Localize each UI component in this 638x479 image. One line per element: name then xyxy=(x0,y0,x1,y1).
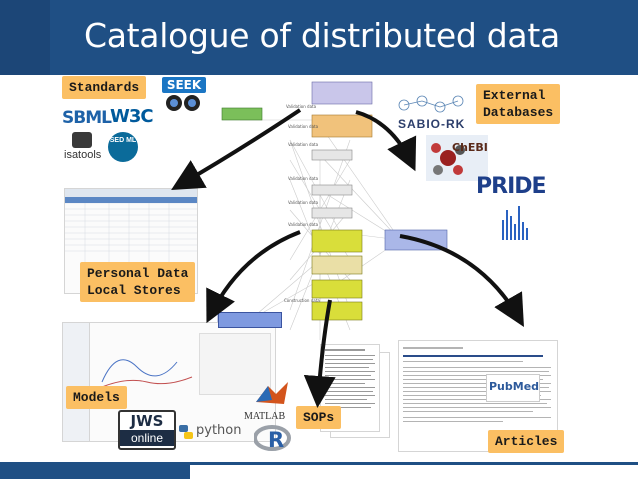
model-sidebar xyxy=(63,323,90,441)
pride-logo-text: PRIDE xyxy=(476,174,547,199)
python-logo-text: python xyxy=(196,423,242,438)
r-logo-text: R xyxy=(268,428,285,452)
pride-logo: PRIDE xyxy=(472,172,547,244)
slide-title: Catalogue of distributed data xyxy=(84,16,560,55)
articles-label: Articles xyxy=(488,430,565,453)
sabio-rk-logo: SABIO-RK xyxy=(392,93,478,133)
jws-online-logo: JWS online xyxy=(118,410,176,450)
svg-text:Validation data: Validation data xyxy=(288,176,319,181)
python-snake-icon xyxy=(179,425,193,439)
arrow-to-articles xyxy=(399,234,524,327)
sops-label: SOPs xyxy=(296,406,342,429)
chebi-logo-text: ChEBI xyxy=(452,141,488,154)
model-form-panel xyxy=(199,333,271,395)
pride-spectrum-icon xyxy=(502,206,528,240)
models-label: Models xyxy=(66,386,127,409)
arrow-to-sops xyxy=(303,299,336,408)
sedml-logo: SED ML xyxy=(108,132,138,162)
spreadsheet-toolbar xyxy=(65,189,197,197)
header-accent xyxy=(0,0,50,75)
svg-text:Validation data: Validation data xyxy=(288,200,319,205)
svg-text:Validation data: Validation data xyxy=(288,222,319,227)
sedml-logo-text: SED ML xyxy=(109,137,137,144)
r-ring-icon xyxy=(253,425,291,451)
seek-logo: SEEK xyxy=(162,77,206,111)
w3c-logo-text: W3C xyxy=(110,106,154,127)
footer-accent-bar xyxy=(0,462,190,479)
model-plot-icon xyxy=(101,359,193,388)
svg-text:Validation data: Validation data xyxy=(286,104,317,109)
arrow-to-standards xyxy=(171,108,302,191)
footer-line xyxy=(0,462,638,465)
matlab-logo-text: MATLAB xyxy=(244,411,286,422)
pubmed-logo-text: PubMed xyxy=(489,380,540,393)
python-logo: python xyxy=(178,422,242,442)
sabio-logo-text: SABIO-RK xyxy=(398,117,466,131)
svg-text:Construction data: Construction data xyxy=(284,298,320,303)
jws-logo-text: JWS xyxy=(130,412,164,430)
r-logo: R xyxy=(253,424,294,454)
svg-text:Validation data: Validation data xyxy=(288,142,319,147)
personal-data-label: Personal Data Local Stores xyxy=(80,262,196,302)
external-databases-label: External Databases xyxy=(476,84,561,124)
arrow-to-models xyxy=(206,230,301,324)
isatools-mark-icon xyxy=(72,132,92,148)
chebi-logo: ChEBI xyxy=(426,135,488,181)
sabio-network-icon xyxy=(398,95,464,113)
svg-text:Validation data: Validation data xyxy=(288,124,319,129)
slide-header: Catalogue of distributed data xyxy=(0,0,638,75)
pubmed-article-screenshot xyxy=(398,340,558,452)
matlab-logo: MATLAB xyxy=(244,380,294,424)
seek-logo-text: SEEK xyxy=(167,78,202,92)
standards-label: Standards xyxy=(62,76,147,99)
pubmed-logo: PubMed xyxy=(486,374,540,402)
matlab-membrane-icon xyxy=(256,382,288,404)
w3c-logo: W3C xyxy=(110,106,154,130)
network-diagram: Validation data Validation data Validati… xyxy=(217,81,448,340)
chebi-molecule-icon xyxy=(431,143,465,175)
sbml-logo-text: SBML xyxy=(62,108,112,128)
isatools-logo: isatools xyxy=(64,132,104,162)
jws-online-text: online xyxy=(120,430,174,446)
spreadsheet-grid-icon xyxy=(65,197,197,293)
isatools-logo-text: isatools xyxy=(64,149,102,161)
sop-text-lines-icon xyxy=(325,349,375,408)
sbml-logo: SBML xyxy=(62,108,116,130)
article-text-lines-icon xyxy=(403,347,551,422)
arrow-to-databases xyxy=(355,110,417,172)
